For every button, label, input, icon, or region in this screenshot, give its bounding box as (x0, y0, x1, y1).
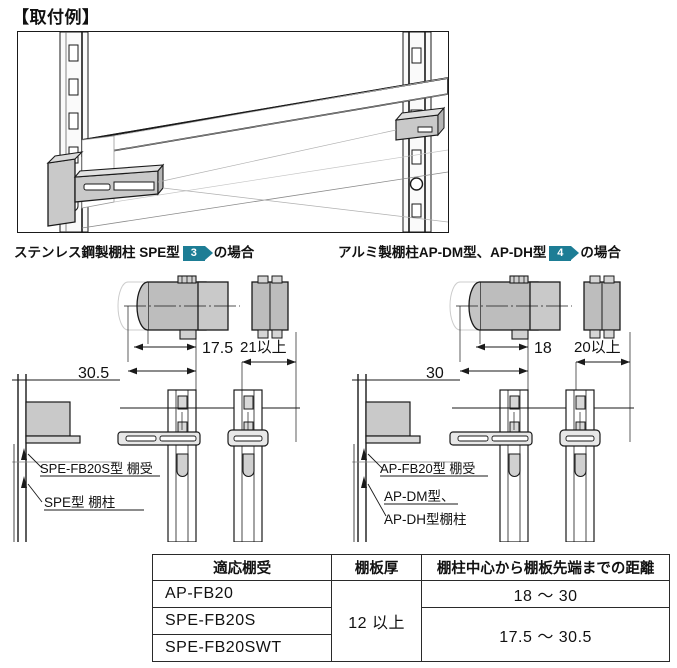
badge-number-3: 3 (182, 246, 213, 261)
cell-bracket-spe-fb20swt: SPE-FB20SWT (151, 634, 333, 662)
dim-total-offset-spe: 30.5 (78, 365, 109, 382)
technical-drawing-ap: 18 30 20以上 AP-FB20型 棚受 AP-DM型、 AP-DH型棚柱 (336, 262, 677, 542)
table-header-thickness: 棚板厚 (331, 554, 423, 581)
page-title: 【取付例】 (12, 8, 100, 27)
cell-distance-spe: 17.5 ～ 30.5 (421, 607, 670, 662)
dim-front-offset-ap: 18 (534, 340, 552, 357)
technical-drawing-spe: 17.5 30.5 21以上 SPE-FB20S型 棚受 SPE型 棚柱 (0, 262, 340, 542)
label-post-ap-line1: AP-DM型、 (384, 489, 455, 504)
badge-number-4: 4 (549, 246, 580, 261)
installation-example-drawing (46, 32, 448, 232)
dim-front-offset-spe: 17.5 (202, 340, 233, 357)
label-bracket-spe: SPE-FB20S型 棚受 (40, 461, 153, 476)
spec-table: 適応棚受 棚板厚 棚柱中心から棚板先端までの距離 AP-FB20 12 以上 1… (151, 554, 670, 662)
installation-example-figure (17, 31, 449, 233)
dim-clearance-spe: 21以上 (240, 339, 287, 356)
cell-thickness: 12 以上 (331, 580, 423, 662)
cell-bracket-ap-fb20: AP-FB20 (151, 580, 333, 608)
label-post-spe: SPE型 棚柱 (44, 495, 115, 510)
section-heading-spe-text: ステンレス鋼製棚柱 SPE型 (14, 245, 180, 260)
table-header-distance: 棚柱中心から棚板先端までの距離 (421, 554, 670, 581)
dim-total-offset-ap: 30 (426, 365, 444, 382)
section-heading-ap-text: アルミ製棚柱AP-DM型、AP-DH型 (338, 245, 547, 260)
table-header-bracket: 適応棚受 (151, 554, 333, 581)
cell-distance-ap: 18 ～ 30 (421, 580, 670, 608)
table-row: SPE-FB20SWT (151, 634, 670, 662)
section-heading-spe-suffix: の場合 (213, 245, 255, 260)
table-row: AP-FB20 12 以上 18 ～ 30 (151, 580, 670, 662)
label-bracket-ap: AP-FB20型 棚受 (380, 461, 475, 476)
label-post-ap-line2: AP-DH型棚柱 (384, 512, 467, 527)
table-header-row: 適応棚受 棚板厚 棚柱中心から棚板先端までの距離 (151, 554, 670, 581)
section-heading-ap-suffix: の場合 (580, 245, 621, 260)
dim-clearance-ap: 20以上 (574, 339, 621, 356)
cell-bracket-spe-fb20s: SPE-FB20S (151, 607, 333, 635)
